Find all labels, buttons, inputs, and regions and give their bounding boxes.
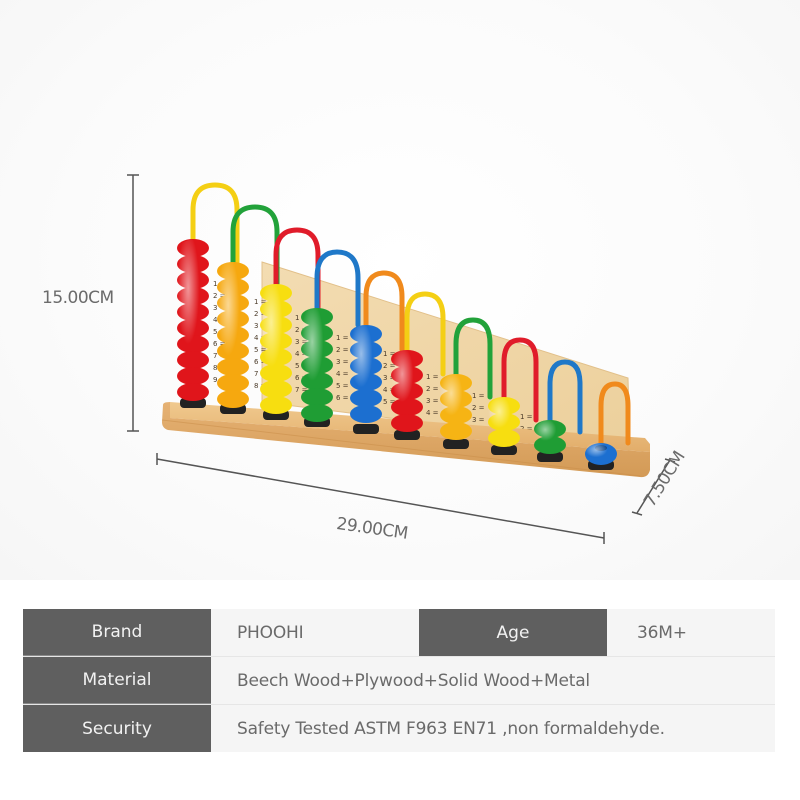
- age-value: 36M+: [607, 609, 775, 656]
- bead-column-7: [440, 374, 472, 449]
- svg-text:3 =: 3 =: [472, 416, 485, 424]
- security-value: Safety Tested ASTM F963 EN71 ,non formal…: [211, 705, 775, 752]
- width-dimension-line: [156, 453, 605, 544]
- product-image-area: 1 =2 =3 = 4 =5 =6 = 7 =8 =9 = 1 =2 =3 = …: [0, 0, 800, 580]
- bead-column-3: [260, 284, 292, 420]
- material-value: Beech Wood+Plywood+Solid Wood+Metal: [211, 657, 775, 704]
- brand-value: PHOOHI: [211, 609, 419, 656]
- material-label: Material: [23, 657, 211, 704]
- svg-text:2 =: 2 =: [383, 362, 396, 370]
- bead-column-6: [391, 350, 423, 440]
- security-label: Security: [23, 705, 211, 752]
- svg-text:1 =: 1 =: [383, 350, 396, 358]
- bead-column-10: [585, 443, 617, 470]
- abacus-illustration: 1 =2 =3 = 4 =5 =6 = 7 =8 =9 = 1 =2 =3 = …: [127, 174, 676, 544]
- age-label: Age: [419, 609, 607, 656]
- svg-text:3 =: 3 =: [336, 358, 349, 366]
- svg-text:2 =: 2 =: [520, 425, 533, 433]
- svg-text:1 =: 1 =: [472, 392, 485, 400]
- svg-text:2 =: 2 =: [472, 404, 485, 412]
- bead-column-5: [350, 325, 382, 434]
- height-dimension-label: 15.00CM: [42, 288, 114, 308]
- height-dimension-line: [127, 174, 139, 432]
- bead-column-4: [301, 308, 333, 427]
- svg-text:4 =: 4 =: [383, 386, 396, 394]
- svg-text:1 =: 1 =: [336, 334, 349, 342]
- brand-label: Brand: [23, 609, 211, 656]
- bead-column-9: [534, 420, 566, 462]
- spec-row-material: Material Beech Wood+Plywood+Solid Wood+M…: [23, 657, 775, 705]
- spec-row-brand-age: Brand PHOOHI Age 36M+: [23, 609, 775, 657]
- svg-text:5 =: 5 =: [383, 398, 396, 406]
- svg-text:2 =: 2 =: [336, 346, 349, 354]
- depth-dimension-line: [631, 458, 676, 516]
- svg-text:4 =: 4 =: [426, 409, 439, 417]
- wire-arcs: [190, 182, 631, 446]
- spec-row-security: Security Safety Tested ASTM F963 EN71 ,n…: [23, 705, 775, 752]
- svg-text:6 =: 6 =: [336, 394, 349, 402]
- svg-text:5 =: 5 =: [336, 382, 349, 390]
- specification-table: Brand PHOOHI Age 36M+ Material Beech Woo…: [23, 609, 775, 752]
- bead-column-1: [177, 239, 209, 408]
- svg-text:3 =: 3 =: [383, 374, 396, 382]
- svg-text:2 =: 2 =: [426, 385, 439, 393]
- svg-text:3 =: 3 =: [426, 397, 439, 405]
- svg-text:1 =: 1 =: [426, 373, 439, 381]
- bead-column-2: [217, 262, 249, 414]
- svg-text:4 =: 4 =: [336, 370, 349, 378]
- bead-column-8: [488, 397, 520, 455]
- svg-text:1 =: 1 =: [520, 413, 533, 421]
